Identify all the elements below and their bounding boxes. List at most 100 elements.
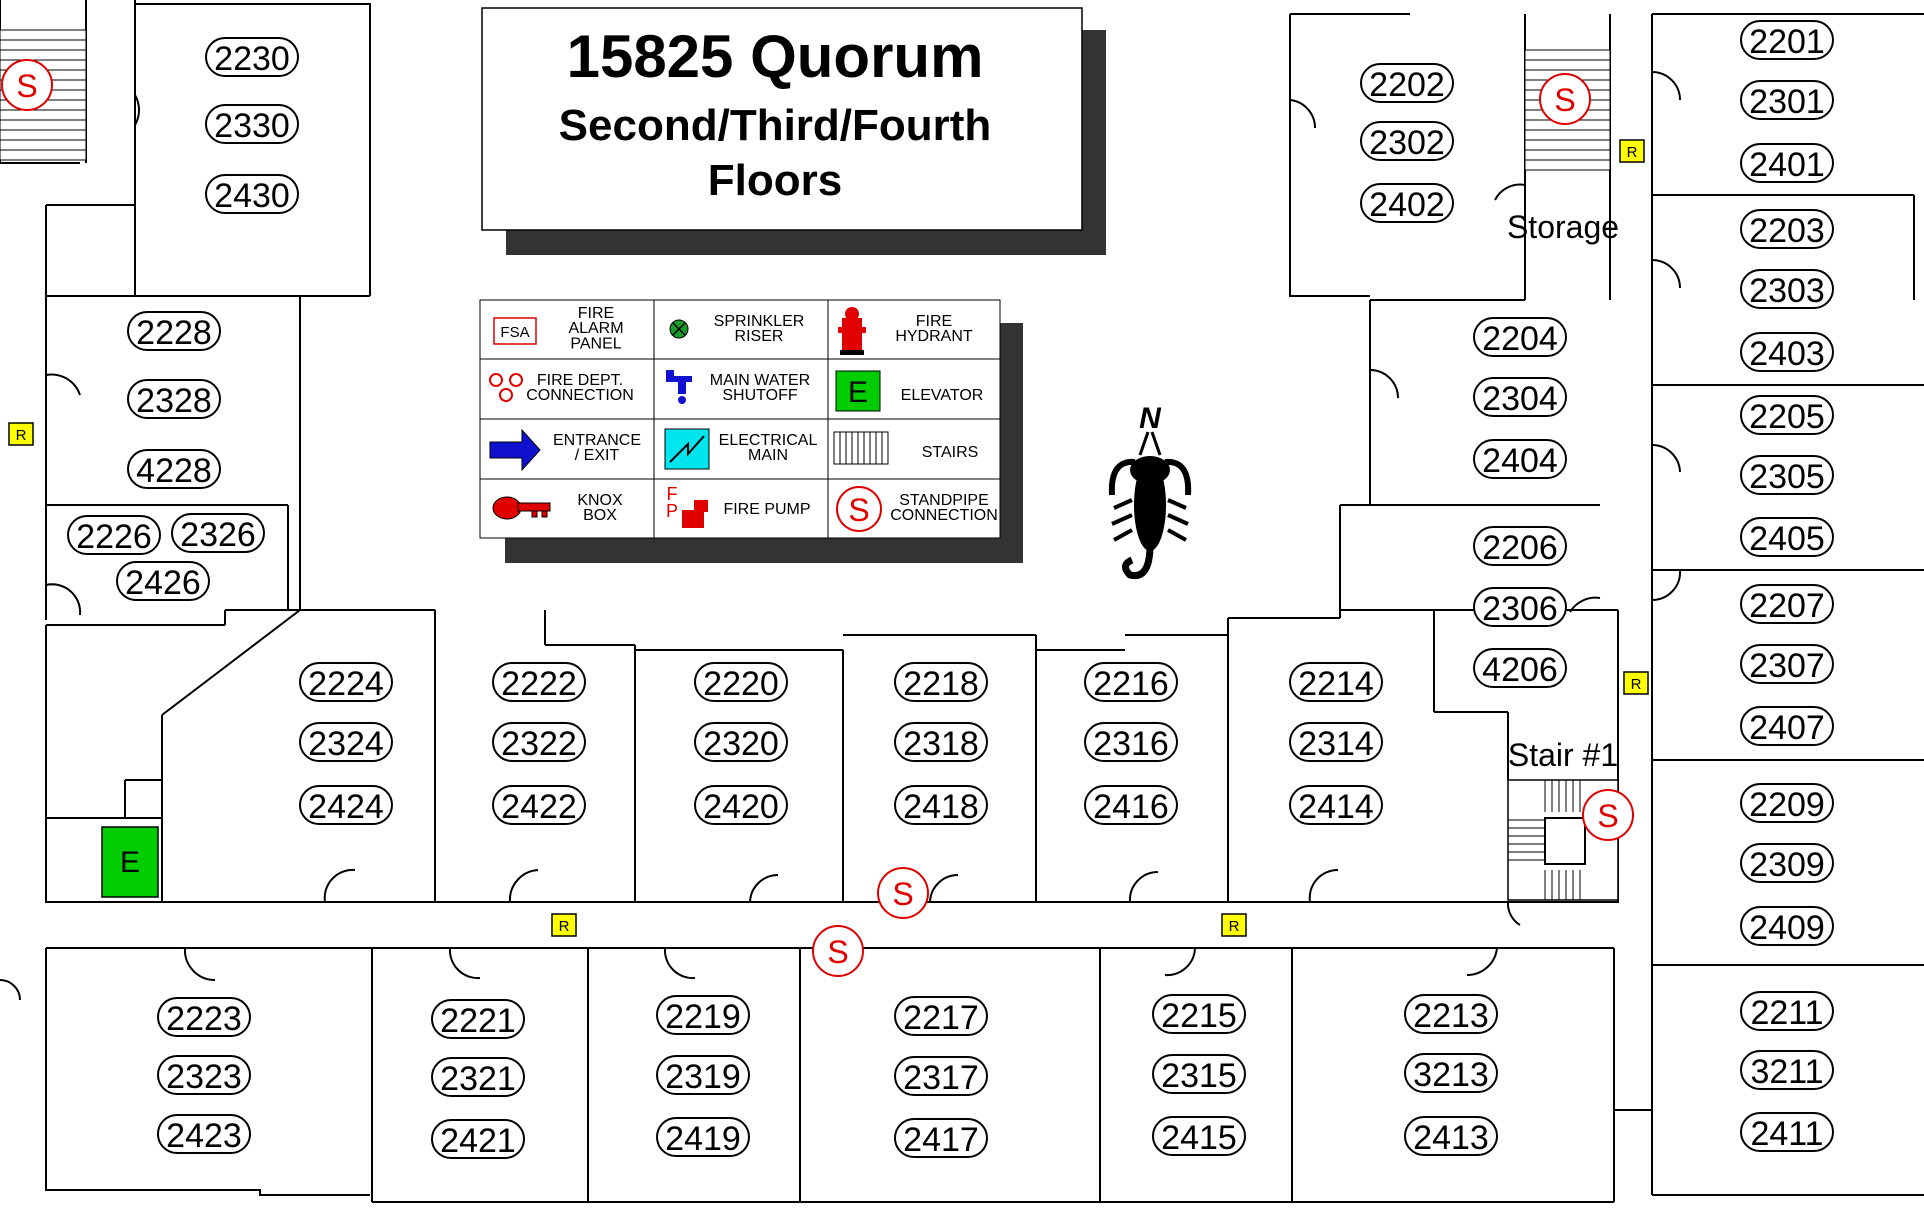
room-number: 2216 — [1093, 665, 1169, 703]
room-number: 2317 — [903, 1059, 979, 1097]
room-number: 2422 — [501, 788, 577, 826]
room-number: 2316 — [1093, 725, 1169, 763]
room-2218: 2218 2318 2418 — [894, 662, 988, 826]
room-number: 2414 — [1298, 788, 1374, 826]
room-number: 2320 — [703, 725, 779, 763]
room-number: 2221 — [440, 1002, 516, 1040]
room-number: 2411 — [1750, 1115, 1823, 1153]
standpipe-label: S — [827, 934, 848, 970]
room-number: 2218 — [903, 665, 979, 703]
room-number: 2423 — [166, 1117, 242, 1155]
title-block: 15825 Quorum Second/Third/Fourth Floors — [481, 7, 1106, 255]
room-number: 2323 — [166, 1058, 242, 1096]
room-2213: 2213 3213 2413 — [1404, 994, 1498, 1157]
room-number: 2303 — [1749, 272, 1825, 310]
room-number: 2426 — [125, 564, 201, 602]
room-number: 2228 — [136, 314, 212, 352]
room-number: 2203 — [1749, 212, 1825, 250]
elevator-label: E — [120, 846, 140, 879]
room-number: 2405 — [1749, 520, 1825, 558]
legend-fire-dept-connection: FIRE DEPT.CONNECTION — [526, 372, 634, 404]
room-2215: 2215 2315 2415 — [1152, 994, 1246, 1157]
room-2202: 2202 2302 2402 — [1360, 63, 1454, 224]
standpipe-marker: S — [1, 59, 53, 111]
legend-elevator: ELEVATOR — [901, 387, 984, 404]
elevator-legend-icon-text: E — [848, 376, 868, 409]
riser-label: R — [1627, 144, 1638, 161]
room-number: 3211 — [1750, 1053, 1823, 1091]
room-2206: 2206 2306 4206 — [1473, 526, 1567, 689]
standpipe-marker: S — [812, 925, 864, 977]
room-number: 2413 — [1413, 1119, 1489, 1157]
room-2204: 2204 2304 2404 — [1473, 317, 1567, 480]
room-2209: 2209 2309 2409 — [1740, 783, 1834, 947]
standpipe-label: S — [1597, 798, 1618, 834]
room-number: 2404 — [1482, 442, 1558, 480]
room-number: 2430 — [214, 177, 290, 215]
elevator-icon: E — [101, 826, 159, 898]
knox-box-icon — [492, 496, 551, 520]
room-2228: 2228 2328 4228 — [127, 311, 221, 490]
room-number: 2328 — [136, 382, 212, 420]
room-number: 2304 — [1482, 380, 1558, 418]
room-number: 2302 — [1369, 124, 1445, 162]
room-number: 2418 — [903, 788, 979, 826]
room-number: 2403 — [1749, 335, 1825, 373]
room-2220: 2220 2320 2420 — [694, 662, 788, 826]
room-2216: 2216 2316 2416 — [1084, 662, 1178, 826]
standpipe-label: S — [892, 876, 913, 912]
room-2230: 2230 2330 2430 — [205, 37, 299, 215]
room-number: 2318 — [903, 725, 979, 763]
room-number: 2415 — [1161, 1119, 1237, 1157]
room-number: 2206 — [1482, 529, 1558, 567]
room-number: 2407 — [1749, 709, 1825, 747]
room-2226: 2226 2326 2426 — [67, 513, 265, 602]
room-2207: 2207 2307 2407 — [1740, 584, 1834, 747]
title-line2: Second/Third/Fourth — [559, 101, 992, 150]
room-number: 2215 — [1161, 997, 1237, 1035]
room-number: 2301 — [1749, 83, 1825, 121]
fire-alarm-panel-icon-text: FSA — [500, 324, 529, 341]
room-number: 2309 — [1749, 846, 1825, 884]
room-number: 2305 — [1749, 458, 1825, 496]
room-number: 2319 — [665, 1058, 741, 1096]
standpipe-legend-icon-text: S — [848, 492, 869, 528]
door-swings — [0, 71, 1682, 1001]
riser-marker: R — [8, 422, 34, 446]
room-number: 2322 — [501, 725, 577, 763]
room-number: 2217 — [903, 999, 979, 1037]
entrance-exit-arrow-icon — [489, 428, 541, 472]
room-number: 2202 — [1369, 66, 1445, 104]
room-number: 2401 — [1749, 146, 1825, 184]
room-number: 2315 — [1161, 1057, 1237, 1095]
room-number: 2201 — [1749, 23, 1825, 61]
room-number: 4206 — [1482, 651, 1558, 689]
stairs-legend-icon — [833, 431, 889, 465]
room-number: 2226 — [76, 518, 152, 556]
north-label: N — [1139, 402, 1162, 435]
room-2217: 2217 2317 2417 — [894, 996, 988, 1159]
room-number: 2222 — [501, 665, 577, 703]
room-number: 2420 — [703, 788, 779, 826]
room-2222: 2222 2322 2422 — [492, 662, 586, 826]
title-line3: Floors — [708, 156, 842, 205]
room-number: 2419 — [665, 1120, 741, 1158]
room-number: 2306 — [1482, 590, 1558, 628]
room-number: 2205 — [1749, 398, 1825, 436]
riser-label: R — [1631, 676, 1642, 693]
riser-label: R — [559, 918, 570, 935]
room-number: 2424 — [308, 788, 384, 826]
room-number: 2230 — [214, 40, 290, 78]
title-line1: 15825 Quorum — [567, 23, 984, 90]
standpipe-label: S — [1554, 82, 1575, 118]
room-2221: 2221 2321 2421 — [431, 999, 525, 1160]
room-number: 2207 — [1749, 587, 1825, 625]
room-number: 2204 — [1482, 320, 1558, 358]
fire-dept-connection-icon — [489, 373, 523, 402]
room-number: 4228 — [136, 452, 212, 490]
room-number: 2211 — [1750, 994, 1823, 1032]
